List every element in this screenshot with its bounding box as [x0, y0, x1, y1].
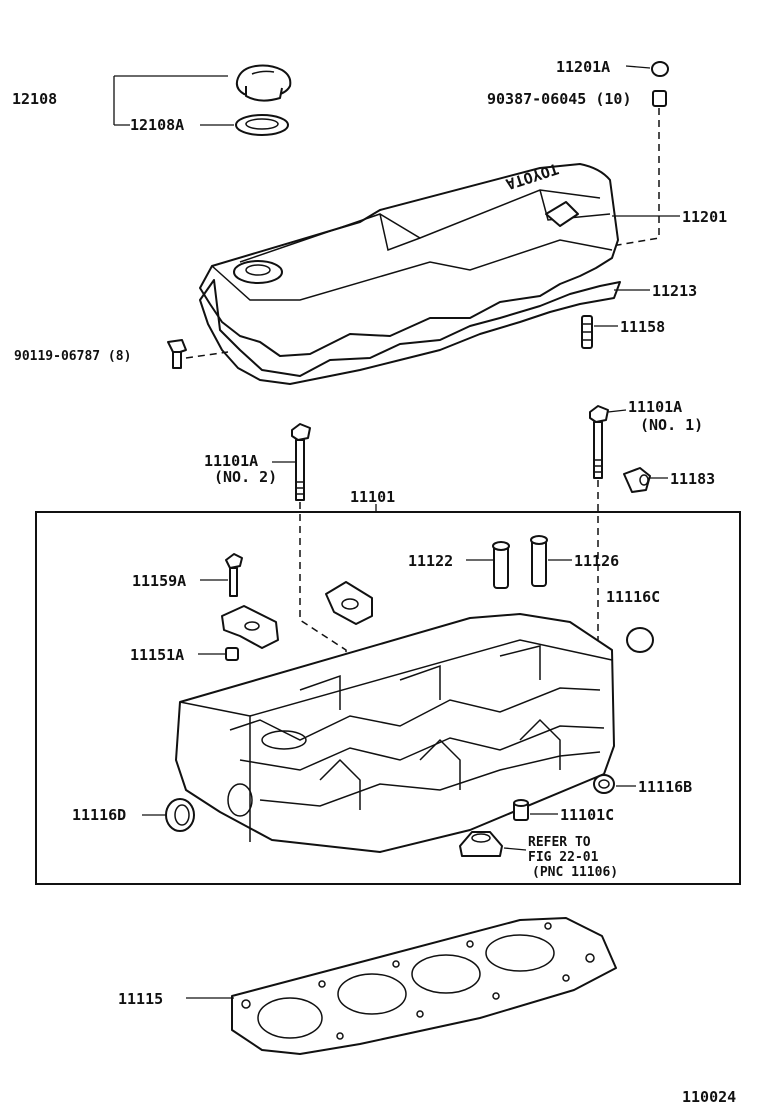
- label-11158: 11158: [620, 318, 665, 336]
- cylinder-head-cover: TOYOTA: [199, 159, 619, 357]
- label-11115: 11115: [118, 990, 163, 1008]
- label-11126: 11126: [574, 552, 619, 570]
- label-11151A: 11151A: [130, 646, 184, 664]
- refer-part: [459, 831, 503, 857]
- guide-line-cover-bolt: [185, 351, 229, 359]
- leader-refer: [503, 847, 527, 851]
- head-insert: [513, 799, 529, 821]
- label-11159A: 11159A: [132, 572, 186, 590]
- cup-plug-upper: [626, 627, 654, 653]
- cover-nut: [651, 61, 669, 77]
- valve-guide-exhaust: [530, 535, 548, 587]
- head-bolt-no1: [589, 405, 609, 479]
- label-90119-06787: 90119-06787 (8): [14, 349, 131, 364]
- label-11116D: 11116D: [72, 806, 126, 824]
- head-plug: [623, 467, 651, 493]
- refer-text-line1: REFER TO: [528, 835, 591, 850]
- label-11101A-no1: 11101A: [628, 398, 682, 416]
- label-90387-06045: 90387-06045 (10): [487, 90, 632, 108]
- label-11122: 11122: [408, 552, 453, 570]
- cylinder-head: [175, 613, 615, 853]
- leader-11201A: [625, 65, 651, 69]
- label-11116B: 11116B: [638, 778, 692, 796]
- guide-line-grommet: [599, 108, 660, 249]
- bearing-cap-bolt: [225, 553, 243, 597]
- camshaft-bearing-cap-upper: [325, 581, 373, 625]
- leader-12108: [113, 75, 228, 126]
- label-12108A: 12108A: [130, 116, 184, 134]
- leader-11101A-no1: [607, 409, 627, 413]
- head-cover-gasket: [199, 279, 621, 385]
- refer-text-line3: (PNC 11106): [532, 865, 618, 880]
- cup-plug-side: [165, 798, 195, 832]
- cover-grommet: [652, 90, 667, 107]
- figure-number: 110024: [682, 1088, 736, 1106]
- head-bolt-no2: [291, 423, 311, 501]
- label-11116C: 11116C: [606, 588, 660, 606]
- label-no2: (NO. 2): [214, 468, 277, 486]
- camshaft-bearing-cap-lower: [221, 605, 279, 649]
- label-11101C: 11101C: [560, 806, 614, 824]
- label-11201: 11201: [682, 208, 727, 226]
- knock-pin: [225, 647, 239, 661]
- stud-bolt: [581, 315, 593, 349]
- label-11101A-no2: 11101A: [204, 452, 258, 470]
- label-no1: (NO. 1): [640, 416, 703, 434]
- label-11213: 11213: [652, 282, 697, 300]
- cup-plug-lower: [593, 774, 615, 794]
- label-12108: 12108: [12, 90, 57, 108]
- refer-text-line2: FIG 22-01: [528, 850, 599, 865]
- oil-filler-cap: [235, 64, 292, 102]
- cover-bolt: [167, 339, 187, 369]
- cylinder-head-gasket: [231, 917, 617, 1055]
- valve-guide-intake: [492, 541, 510, 589]
- oil-filler-gasket: [235, 114, 289, 136]
- label-11183: 11183: [670, 470, 715, 488]
- label-11101: 11101: [350, 488, 395, 506]
- label-11201A: 11201A: [556, 58, 610, 76]
- cylinder-head-assembly-box: [35, 511, 741, 885]
